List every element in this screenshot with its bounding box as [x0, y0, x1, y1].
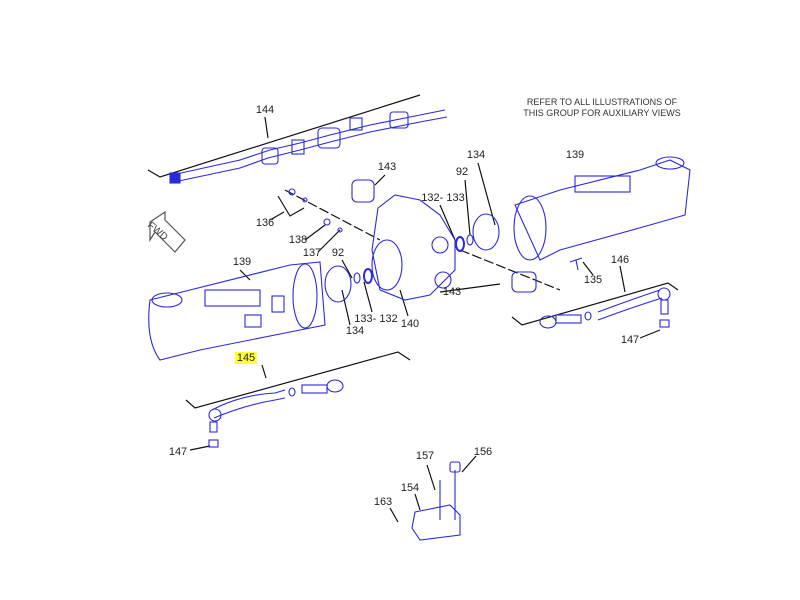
callout-145-highlighted[interactable]: 145	[234, 352, 258, 364]
callout-132-133[interactable]: 132- 133	[421, 192, 465, 204]
callout-139[interactable]: 139	[565, 149, 585, 161]
callout-92-left[interactable]: 92	[331, 247, 345, 259]
callout-143[interactable]: 143	[377, 161, 397, 173]
callout-147-right[interactable]: 147	[620, 334, 640, 346]
callout-134[interactable]: 134	[466, 149, 486, 161]
callout-135[interactable]: 135	[583, 274, 603, 286]
callout-144[interactable]: 144	[255, 104, 275, 116]
note-line-2: THIS GROUP FOR AUXILIARY VIEWS	[523, 108, 681, 118]
callout-146[interactable]: 146	[610, 254, 630, 266]
callout-163[interactable]: 163	[373, 496, 393, 508]
leader-lines	[147, 94, 679, 523]
callout-139-left[interactable]: 139	[232, 256, 252, 268]
callout-134-lower[interactable]: 134	[345, 325, 365, 337]
callout-137[interactable]: 137	[302, 247, 322, 259]
fwd-arrow-icon	[149, 210, 186, 253]
callout-133-132[interactable]: 133- 132	[354, 313, 398, 325]
callout-140[interactable]: 140	[400, 318, 420, 330]
callout-92[interactable]: 92	[455, 166, 469, 178]
callout-143-lower[interactable]: 143	[442, 286, 462, 298]
note-line-1: REFER TO ALL ILLUSTRATIONS OF	[526, 97, 678, 107]
auxiliary-views-note: REFER TO ALL ILLUSTRATIONS OF THIS GROUP…	[523, 97, 681, 119]
callout-138[interactable]: 138	[288, 234, 308, 246]
callout-154[interactable]: 154	[400, 482, 420, 494]
callout-147-left[interactable]: 147	[168, 446, 188, 458]
callout-136[interactable]: 136	[255, 217, 275, 229]
callout-157[interactable]: 157	[415, 450, 435, 462]
part-drawings	[148, 109, 691, 541]
callout-156[interactable]: 156	[473, 446, 493, 458]
